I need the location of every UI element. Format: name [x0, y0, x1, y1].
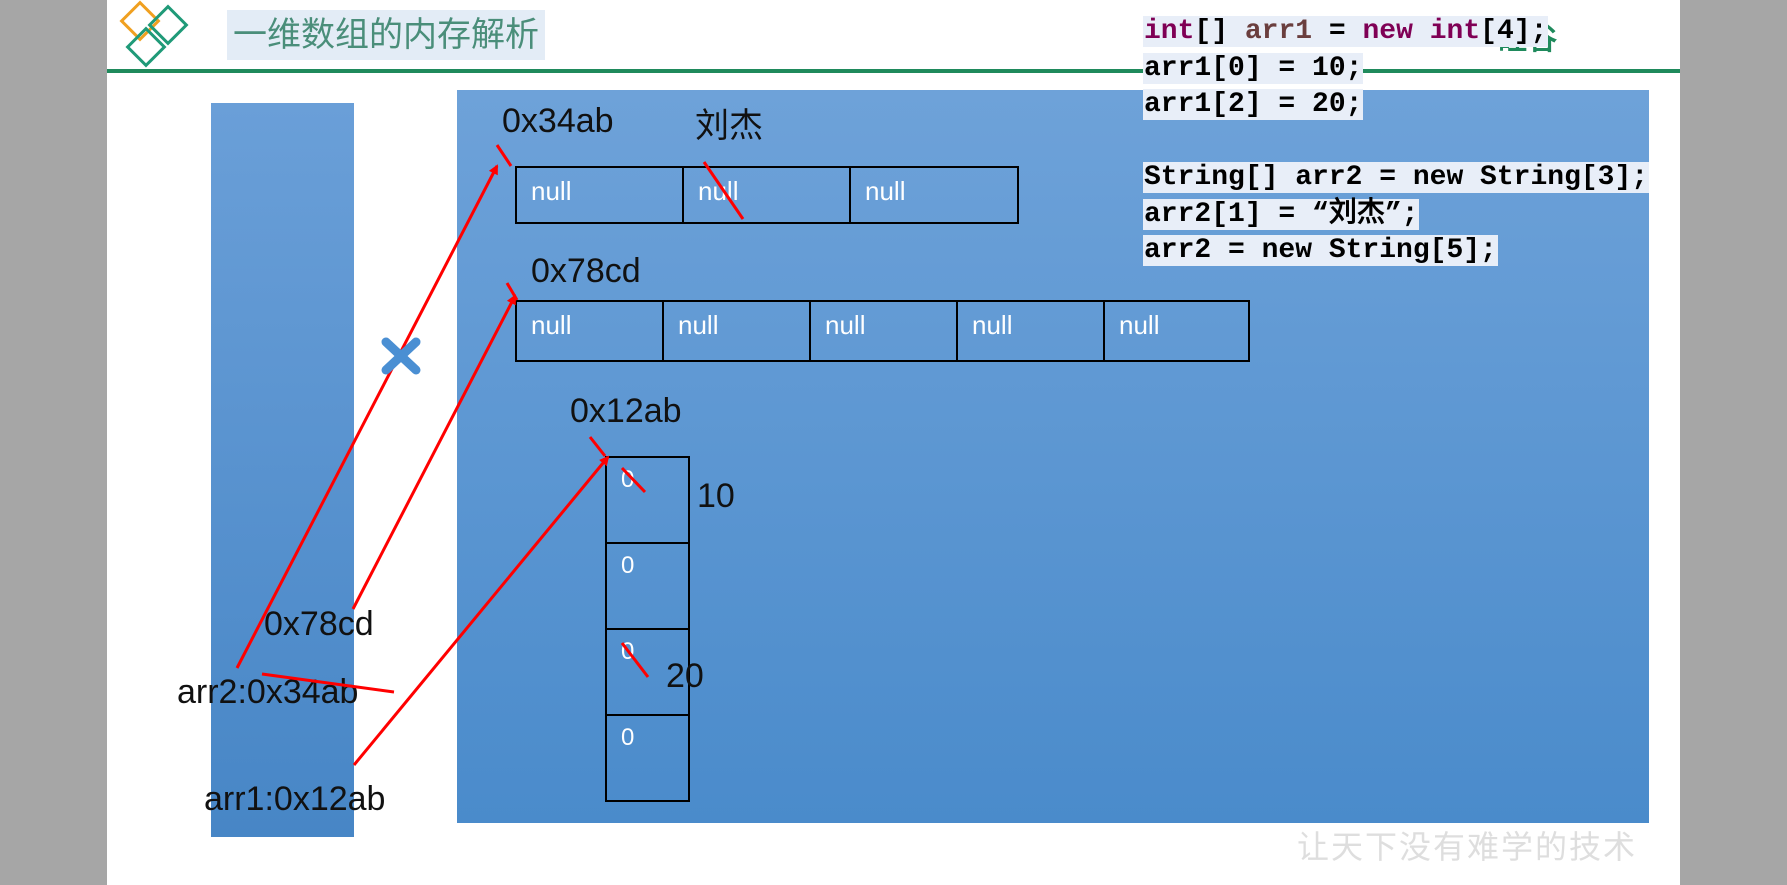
code-token: int — [1144, 16, 1195, 47]
stack-region — [211, 103, 354, 837]
updated-value-20: 20 — [666, 657, 704, 695]
heap-address-0x78cd: 0x78cd — [531, 252, 641, 290]
array-cell-34ab-2: null — [849, 166, 1019, 224]
code-line-5: arr2[1] = “刘杰”; — [1143, 198, 1420, 230]
diamond-logo-icon — [119, 0, 189, 68]
heap-annotation-liujie: 刘杰 — [695, 106, 763, 146]
arrow-arr2-to-0x34ab — [235, 164, 499, 669]
reference-arrows-overlay — [235, 144, 745, 766]
code-line-3: arr1[2] = 20; — [1143, 89, 1364, 120]
code-token: arr1 — [1244, 16, 1313, 47]
strike-cell-0 — [620, 466, 647, 494]
code-token — [1413, 16, 1430, 47]
code-line-1: int[] arr1 = new int[4]; — [1143, 14, 1649, 51]
strike-0x34ab — [495, 144, 513, 167]
strike-cell-2 — [620, 642, 650, 678]
array-cell-78cd-3: null — [956, 300, 1105, 362]
array-cell-78cd-4: null — [1103, 300, 1250, 362]
code-blank-line — [1143, 124, 1649, 161]
code-line-6: arr2 = new String[5]; — [1143, 235, 1498, 266]
code-line-4: String[] arr2 = new String[3]; — [1143, 162, 1650, 193]
stack-var-arr2: arr2:0x34ab — [177, 673, 359, 711]
slide: 一维数组的内存解析 硅谷 0x34ab 刘杰 null null null 0x… — [107, 0, 1680, 885]
code-token: int — [1429, 16, 1481, 47]
code-token: new — [1362, 16, 1413, 47]
code-token: = — [1312, 16, 1363, 47]
strike-0x78cd — [505, 282, 519, 301]
code-block: int[] arr1 = new int[4]; arr1[0] = 10; a… — [1143, 14, 1650, 270]
stack-var-0x78cd: 0x78cd — [264, 605, 374, 643]
updated-value-10: 10 — [697, 477, 735, 515]
code-line-2: arr1[0] = 10; — [1143, 52, 1364, 84]
title-divider — [107, 69, 1680, 73]
heap-address-0x12ab: 0x12ab — [570, 392, 682, 430]
strike-arr2-address — [261, 672, 395, 694]
slide-title: 一维数组的内存解析 — [227, 10, 545, 60]
strike-0x12ab — [588, 436, 607, 457]
code-token: [4]; — [1480, 16, 1548, 47]
arrow-0x78cd-to-array — [351, 294, 517, 610]
heap-address-0x34ab: 0x34ab — [502, 102, 614, 140]
array-cell-12ab-3: 0 — [605, 714, 690, 802]
code-token: [] — [1194, 16, 1245, 47]
x-mark-icon — [381, 337, 421, 375]
watermark-text: 让天下没有难学的技术 — [1297, 828, 1638, 866]
arrow-arr1-to-0x12ab — [352, 455, 610, 766]
strike-null-cell — [702, 161, 745, 220]
stack-var-arr1: arr1:0x12ab — [204, 780, 386, 818]
